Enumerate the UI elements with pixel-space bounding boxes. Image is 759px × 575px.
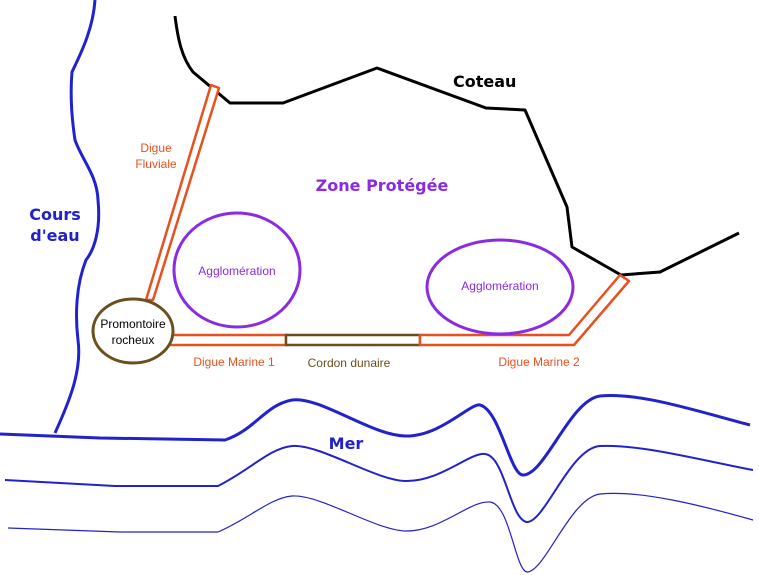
- sea-wave-1: [0, 393, 751, 477]
- zone-protegee-label: Zone Protégée: [316, 176, 449, 195]
- cordon-dunaire-label: Cordon dunaire: [308, 356, 391, 370]
- promontoire-label-line1: Promontoire: [100, 317, 166, 331]
- cordon-dunaire: [284, 333, 422, 347]
- digue-fluviale-label-line1: Digue: [140, 141, 172, 155]
- digue-marine-2: [418, 273, 631, 347]
- promontoire-label-line2: rocheux: [112, 333, 155, 347]
- coteau-line: [173, 15, 740, 277]
- cours-eau-label-line1: Cours: [29, 205, 81, 224]
- digue-fluviale: [144, 83, 221, 302]
- sea-wave-3: [7, 492, 754, 573]
- mer-label: Mer: [329, 434, 364, 453]
- agglomeration-1: [172, 211, 302, 329]
- cours-eau-label-line2: d'eau: [30, 226, 79, 245]
- agglomeration-1-label: Agglomération: [198, 264, 275, 278]
- digue-marine-2-label: Digue Marine 2: [498, 355, 580, 369]
- digue-fluviale-label-line2: Fluviale: [135, 157, 177, 171]
- agglomeration-2-label: Agglomération: [461, 279, 538, 293]
- coteau-label: Coteau: [453, 72, 516, 91]
- promontoire-rocheux: [91, 297, 175, 365]
- digue-marine-1: [166, 333, 288, 347]
- agglomeration-2: [425, 238, 575, 336]
- sea-wave-2: [4, 444, 754, 523]
- cours-eau-line: [53, 0, 101, 434]
- digue-marine-1-label: Digue Marine 1: [193, 355, 275, 369]
